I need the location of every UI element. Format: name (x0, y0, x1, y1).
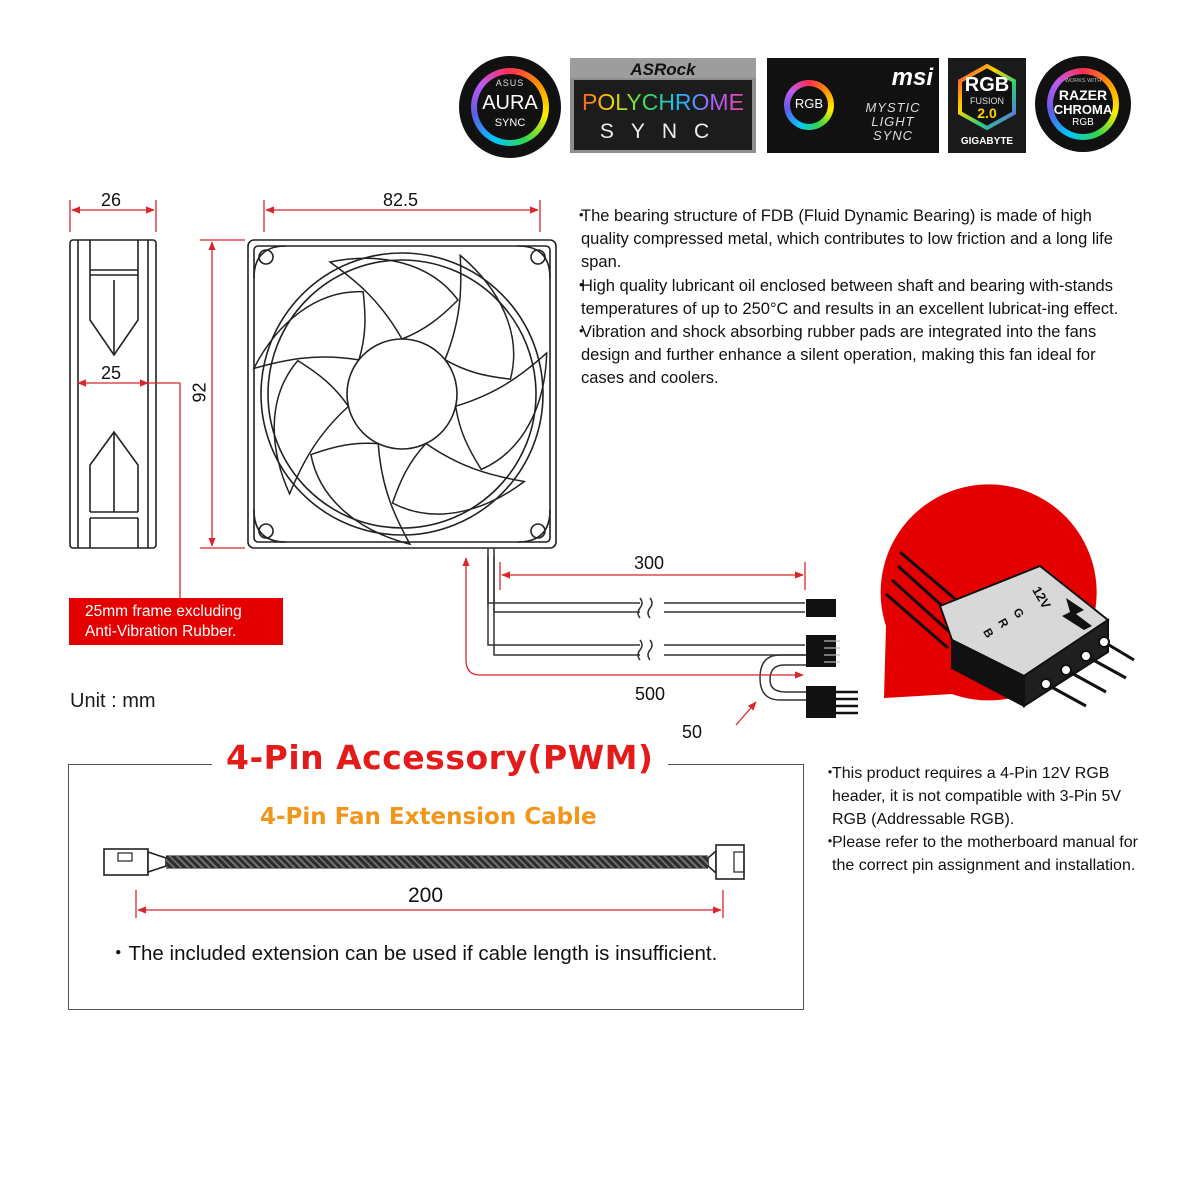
dim-cable-300: 300 (634, 553, 665, 573)
asrock-brand: ASRock (630, 60, 696, 79)
razer-line2: CHROMA (1053, 102, 1113, 117)
msi-line3: SYNC (872, 128, 914, 143)
dimension-lines (69, 200, 806, 726)
asus-line2: SYNC (494, 117, 526, 129)
fan-front-view (247, 239, 557, 549)
accessory-title: 4-Pin Accessory(PWM) (212, 738, 668, 777)
dim-cable-500: 500 (635, 684, 666, 704)
spec-text: The bearing structure of FDB (Fluid Dyna… (581, 207, 1113, 272)
rgb-connector-female-pins (836, 690, 858, 715)
accessory-note: ・The included extension can be used if c… (108, 942, 718, 965)
note-bullet: ・ (822, 765, 839, 782)
fan-side-view (69, 239, 157, 549)
gigabyte-hexagon-icon (958, 64, 1016, 130)
razer-line1: RAZER (1058, 87, 1108, 103)
dim-frame-depth: 25 (101, 363, 122, 383)
spec-text: High quality lubricant oil enclosed betw… (581, 276, 1119, 318)
note-text: Please refer to the motherboard manual f… (832, 834, 1138, 874)
gigabyte-line2: FUSION (969, 96, 1004, 106)
unit-label: Unit : mm (70, 690, 156, 712)
pwm-connector (806, 599, 836, 617)
fan-blades (252, 253, 548, 546)
msi-rgb-ring: RGB (778, 74, 840, 136)
asrock-line1: POLYCHROME (574, 89, 752, 116)
dim-cable-50: 50 (682, 722, 703, 742)
note-text: This product requires a 4-Pin 12V RGB he… (832, 765, 1122, 828)
frame-note-line2: Anti-Vibration Rubber. (85, 623, 237, 640)
msi-line2: LIGHT (871, 114, 915, 129)
asus-line1: AURA (482, 92, 538, 114)
msi-line1: MYSTIC (865, 100, 921, 115)
razer-chroma-logo: WORKS WITH RAZER CHROMA RGB (1041, 62, 1125, 146)
braid-pattern (166, 856, 708, 868)
rgb-connector-pins (824, 640, 840, 663)
frame-note: 25mm frame excluding Anti-Vibration Rubb… (69, 598, 283, 645)
asus-aura-sync-logo: ASUS AURA SYNC (465, 62, 555, 152)
msi-brand: msi (891, 64, 933, 91)
gigabyte-line3: 2.0 (977, 105, 997, 121)
spec-item: ・ High quality lubricant oil enclosed be… (573, 275, 1133, 321)
spec-bullet: ・ (573, 323, 590, 342)
rgb-notes: ・ This product requires a 4-Pin 12V RGB … (822, 762, 1142, 877)
spec-bullet: ・ (573, 207, 590, 225)
note-item: ・ Please refer to the motherboard manual… (822, 831, 1142, 877)
dim-depth: 26 (101, 190, 122, 210)
asrock-polychrome-logo: ASRock POLYCHROME SYNC (570, 58, 756, 153)
asrock-line2: SYNC (599, 120, 727, 143)
razer-line3: RGB (1072, 117, 1094, 128)
asus-brand: ASUS (495, 78, 525, 88)
spec-item: ・ Vibration and shock absorbing rubber p… (573, 321, 1133, 391)
spec-text: Vibration and shock absorbing rubber pad… (581, 323, 1097, 388)
gigabyte-rgb-fusion-logo: RGB FUSION 2.0 GIGABYTE (948, 58, 1026, 153)
spec-bullet: ・ (573, 276, 590, 295)
accessory-subtitle: 4-Pin Fan Extension Cable (260, 804, 597, 830)
connector-zoom-callout (880, 484, 1135, 708)
dim-width: 82.5 (383, 190, 419, 210)
note-bullet: ・ (822, 834, 839, 851)
dim-ext-200: 200 (408, 884, 444, 907)
msi-badge: RGB (794, 96, 824, 111)
note-item: ・ This product requires a 4-Pin 12V RGB … (822, 762, 1142, 831)
extension-dimension (135, 890, 724, 918)
frame-note-line1: 25mm frame excluding (85, 603, 242, 620)
razer-top: WORKS WITH (1064, 78, 1102, 84)
spec-item: ・ The bearing structure of FDB (Fluid Dy… (573, 205, 1133, 275)
gigabyte-brand: GIGABYTE (960, 136, 1014, 147)
gigabyte-line1: RGB (964, 74, 1010, 96)
spec-list: ・ The bearing structure of FDB (Fluid Dy… (573, 205, 1133, 391)
dim-height: 92 (189, 382, 210, 403)
rgb-connector-female (806, 686, 836, 718)
msi-mystic-light-logo: RGB msi MYSTIC LIGHT SYNC (767, 58, 939, 153)
